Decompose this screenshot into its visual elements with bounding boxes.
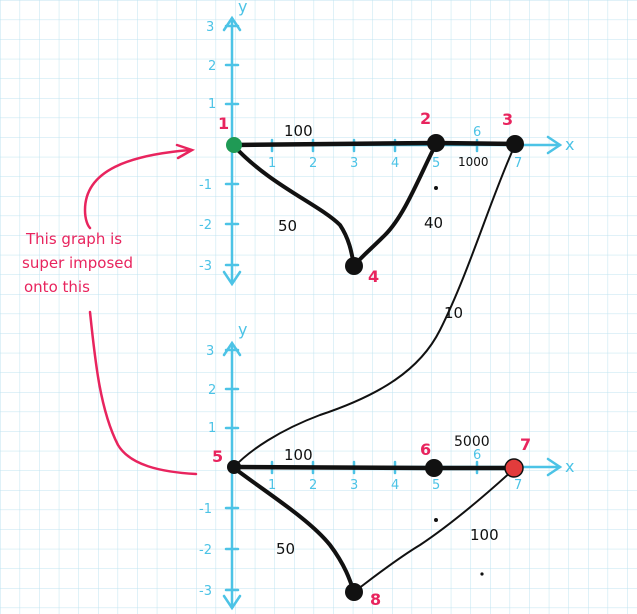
edge-label-2-3: 1000	[458, 155, 489, 169]
node-4	[345, 257, 363, 275]
link-edge-label: 10	[444, 304, 463, 322]
bottom-edge-7-8	[353, 468, 515, 593]
top-y-arrowhead-down-icon	[222, 270, 242, 287]
link-edge-3-5	[233, 144, 516, 468]
top-y-tick-label: 1	[208, 97, 216, 112]
bottom-y-axis-name: y	[238, 320, 247, 339]
stray-dot	[480, 572, 484, 576]
bottom-y-tick-label: -2	[199, 543, 212, 558]
node-label-3: 3	[502, 110, 513, 129]
top-x-tick-label: 1	[268, 156, 276, 171]
top-y-axis-name: y	[238, 0, 247, 16]
bottom-x-tick-label: 3	[350, 478, 358, 493]
node-6	[425, 459, 443, 477]
bottom-x-tick-label: 2	[309, 478, 317, 493]
top-edge-1-4	[232, 144, 356, 268]
node-label-8: 8	[370, 590, 381, 609]
top-x-tick-label: 6	[473, 125, 481, 140]
bottom-x-tick-label: 6	[473, 448, 481, 463]
node-label-4: 4	[368, 267, 379, 286]
bottom-x-tick-label: 1	[268, 478, 276, 493]
annotation-bracket	[83, 143, 198, 476]
edge-label-2-4: 40	[424, 214, 443, 232]
bottom-y-tick-label: 2	[208, 383, 216, 398]
node-label-1: 1	[218, 114, 229, 133]
edge-label-1-4: 50	[278, 217, 297, 235]
bottom-x-tick-label: 7	[514, 478, 522, 493]
node-5	[227, 460, 241, 474]
edge-label-1-2: 100	[284, 122, 313, 140]
top-edge-2-3	[433, 140, 518, 147]
annotation-bottom-curve	[88, 310, 198, 476]
node-label-7: 7	[520, 435, 531, 454]
top-x-tick-label: 4	[391, 156, 399, 171]
top-x-tick-label: 5	[432, 156, 440, 171]
top-edge-2-4	[352, 142, 438, 268]
node-1	[226, 137, 242, 153]
node-8	[345, 583, 363, 601]
bottom-edge-5-6	[231, 464, 437, 471]
node-3	[506, 135, 524, 153]
bottom-y-tick-label: -3	[199, 584, 212, 599]
edge-label-7-8: 100	[470, 526, 499, 544]
node-7	[504, 458, 524, 478]
node-2	[427, 134, 445, 152]
stray-dot	[434, 518, 438, 522]
node-label-2: 2	[420, 109, 431, 128]
top-y-tick-label: -3	[199, 259, 212, 274]
top-y-tick-label: 3	[206, 20, 214, 35]
top-x-tick-label: 2	[309, 156, 317, 171]
edge-label-5-8: 50	[276, 540, 295, 558]
node-label-6: 6	[420, 440, 431, 459]
node-label-5: 5	[212, 447, 223, 466]
edge-label-6-7: 5000	[454, 434, 490, 450]
bottom-y-arrowhead-down-icon	[222, 594, 242, 611]
bottom-y-tick-label: -1	[199, 502, 212, 517]
top-x-tick-label: 7	[514, 156, 522, 171]
annotation-line-3: onto this	[24, 278, 90, 296]
top-x-tick-label: 3	[350, 156, 358, 171]
edge-label-5-6: 100	[284, 446, 313, 464]
stray-dot	[434, 186, 438, 190]
top-y-tick-label: 2	[208, 59, 216, 74]
top-x-axis-name: x	[565, 135, 574, 154]
bottom-x-axis-name: x	[565, 457, 574, 476]
bottom-y-tick-label: 1	[208, 421, 216, 436]
top-edge-1-2	[231, 140, 439, 148]
bottom-x-tick-label: 4	[391, 478, 399, 493]
annotation-top-curve	[83, 148, 192, 230]
bottom-x-arrowhead-icon	[546, 457, 563, 477]
bottom-y-tick-label: 3	[206, 344, 214, 359]
bottom-x-tick-label: 5	[432, 478, 440, 493]
annotation-top-arrowhead-icon	[175, 143, 196, 160]
annotation-line-1: This graph is	[25, 230, 122, 248]
top-y-tick-label: -1	[199, 178, 212, 193]
annotation-line-2: super imposed	[22, 254, 133, 272]
top-x-arrowhead-icon	[546, 135, 563, 155]
bottom-edge-5-8	[232, 466, 356, 594]
top-y-tick-label: -2	[199, 218, 212, 233]
